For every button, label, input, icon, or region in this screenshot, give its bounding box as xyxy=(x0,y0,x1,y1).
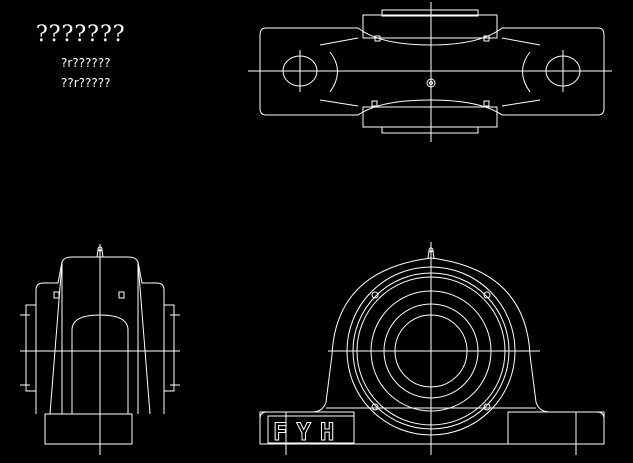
front-view-logo-plate xyxy=(267,415,355,444)
top-view xyxy=(248,2,612,142)
front-view-foot-right xyxy=(507,411,605,445)
brand-logo: FYH xyxy=(272,418,344,447)
side-view xyxy=(20,244,180,455)
top-view-base-plate xyxy=(259,27,605,116)
side-view-base xyxy=(44,413,133,445)
front-view xyxy=(259,242,605,455)
top-view-housing-top xyxy=(362,14,498,39)
top-view-housing-bottom xyxy=(362,106,498,128)
title-line-2: ?r?????? xyxy=(61,56,111,70)
title-line-1: ??????? xyxy=(36,22,126,47)
title-line-3: ??r????? xyxy=(61,76,111,90)
